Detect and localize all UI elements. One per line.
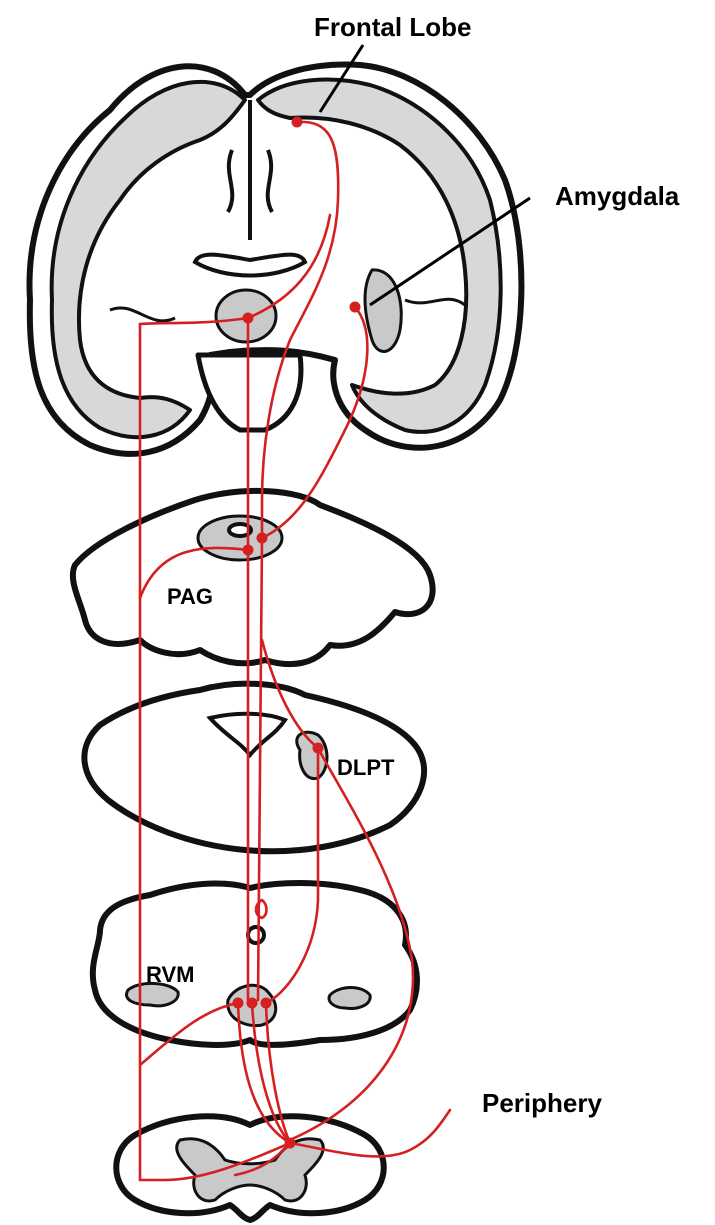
thalamus-dot [243, 313, 254, 324]
brain-coronal-section [30, 65, 522, 454]
spinal-cord-section [116, 1116, 384, 1220]
medulla-section [93, 883, 417, 1045]
rvm-dot-3 [261, 998, 272, 1009]
brainstem-notch [198, 355, 301, 430]
amygdala-dot [350, 302, 361, 313]
lateral-nucleus-right [329, 988, 370, 1009]
pag-dot-2 [257, 533, 268, 544]
rvm-dot-1 [233, 998, 244, 1009]
frontal-lobe-dot [292, 117, 303, 128]
rvm-dot-2 [247, 998, 258, 1009]
central-canal-medulla [248, 927, 264, 943]
label-rvm: RVM [146, 962, 195, 987]
pag-dot-1 [243, 545, 254, 556]
label-periphery: Periphery [482, 1088, 602, 1118]
label-pag: PAG [167, 584, 213, 609]
label-amygdala: Amygdala [555, 181, 680, 211]
label-frontal-lobe: Frontal Lobe [314, 12, 471, 42]
spinal-dot [285, 1138, 296, 1149]
dlpt-dot [313, 743, 324, 754]
midbrain-section [73, 491, 433, 664]
label-dlpt: DLPT [337, 755, 395, 780]
